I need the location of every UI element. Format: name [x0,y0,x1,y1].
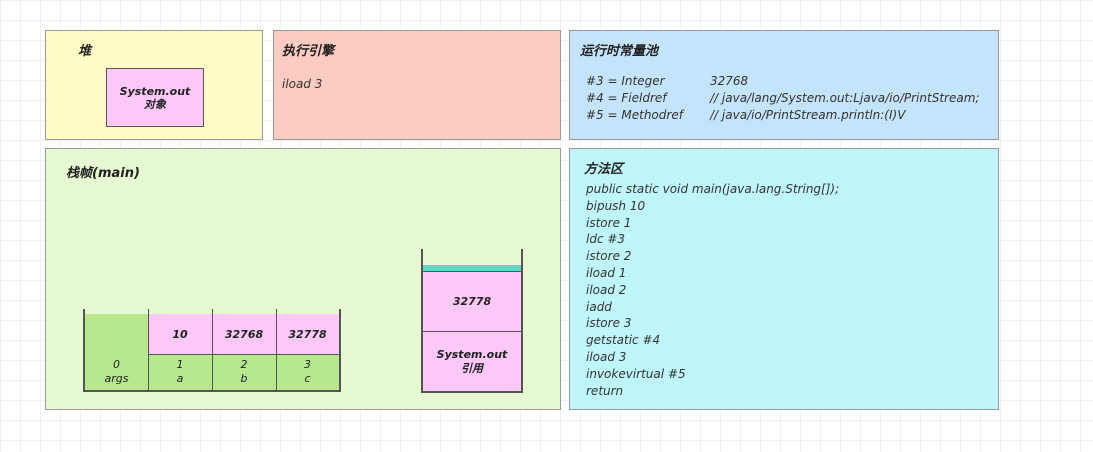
bytecode-line: iload 1 [586,265,627,280]
execution-engine-title: 执行引擎 [282,44,335,59]
bytecode-line: getstatic #4 [586,333,661,348]
table-divider [276,309,277,392]
stack-border-left [421,249,423,393]
table-border-right [339,309,341,392]
local-slot-3-value: 32778 [276,314,339,354]
stack-border-right [521,249,523,393]
constant-pool-entry: #4 = Fieldref// java/lang/System.out:Lja… [586,90,980,105]
stack-frame-panel: 栈帧(main) 0 args 10 1 a 32768 2 b 32778 3… [45,148,561,410]
local-slot-1-value: 10 [148,314,212,354]
bytecode-line: public static void main(java.lang.String… [586,182,840,196]
bytecode-line: istore 1 [586,215,632,230]
stack-border-bottom [421,391,523,393]
bytecode-line: ldc #3 [586,232,626,247]
bytecode-line: iload 3 [586,349,627,364]
stack-frame-title: 栈帧(main) [66,166,140,181]
local-slot-0-label: 0 args [85,354,148,390]
operand-stack-top-marker [423,265,521,271]
bytecode-line: istore 2 [586,249,632,264]
system-out-object-label: System.out [119,84,191,98]
heap-title: 堆 [78,44,92,59]
operand-stack-bottom-value: System.out 引用 [423,331,521,391]
current-instruction: iload 3 [282,77,323,91]
method-area-panel: 方法区 public static void main(java.lang.St… [569,148,999,410]
bytecode-line: istore 3 [586,316,632,331]
operand-stack: 32778 System.out 引用 [421,249,523,393]
bytecode-line: iload 2 [586,282,627,297]
local-slot-0-value [85,314,148,354]
bytecode-listing: public static void main(java.lang.String… [586,181,839,399]
bytecode-line: iadd [586,299,612,314]
heap-panel: 堆 System.out 对象 [45,30,263,140]
system-out-object-type: 对象 [144,97,166,111]
local-slot-1-label: 1 a [148,354,212,390]
local-slot-2-value: 32768 [212,314,276,354]
constant-pool-title: 运行时常量池 [580,44,659,59]
bytecode-line: return [586,383,624,398]
bytecode-line: invokevirtual #5 [586,366,686,381]
bytecode-line: bipush 10 [586,198,646,213]
table-row-divider [148,354,339,355]
table-border-left [83,309,85,392]
local-slot-3-label: 3 c [276,354,339,390]
execution-engine-panel: 执行引擎 iload 3 [273,30,561,140]
operand-stack-top-value: 32778 [423,271,521,331]
local-slot-2-label: 2 b [212,354,276,390]
method-area-title: 方法区 [584,162,624,177]
system-out-object: System.out 对象 [106,68,204,127]
table-divider [212,309,213,392]
table-divider [148,309,149,392]
constant-pool-entry: #5 = Methodref// java/io/PrintStream.pri… [586,107,906,122]
local-variable-table: 0 args 10 1 a 32768 2 b 32778 3 c [83,309,341,392]
